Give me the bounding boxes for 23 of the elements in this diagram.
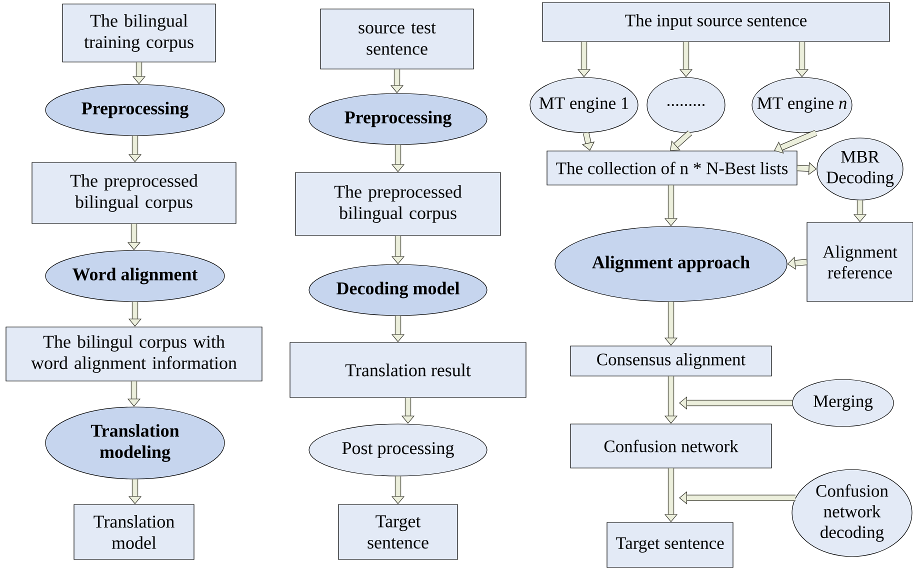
process-box: The preprocessed bilingual corpus: [295, 172, 501, 236]
ellipse-node: Confusion network decoding: [792, 469, 912, 557]
process-box: Translation result: [290, 342, 526, 398]
ellipse-node: MBR Decoding: [816, 138, 904, 200]
ellipse-node: MT engine 1: [530, 77, 638, 133]
process-box: Alignment reference: [806, 222, 913, 302]
process-box: The input source sentence: [542, 2, 890, 42]
process-box: The bilingul corpus with word alignment information: [6, 326, 262, 382]
process-box: Target sentence: [606, 522, 734, 568]
process-box: The preprocessed bilingual corpus: [32, 162, 236, 224]
ellipse-node: Post processing: [308, 424, 488, 476]
process-box: source test sentence: [320, 8, 474, 70]
process-box: The collection of n * N-Best lists: [546, 150, 798, 186]
block-arrow: [670, 130, 692, 151]
ellipse-node: Merging: [792, 379, 894, 427]
ellipse-node: .........: [646, 77, 726, 133]
process-box: Target sentence: [338, 504, 458, 560]
process-box: The bilingual training corpus: [62, 4, 216, 62]
process-box: Confusion network: [570, 424, 772, 468]
block-arrow: [774, 130, 818, 154]
process-box: Consensus alignment: [570, 346, 772, 376]
ellipse-node: MT engine n: [752, 77, 852, 133]
process-box: Translation model: [74, 504, 194, 560]
